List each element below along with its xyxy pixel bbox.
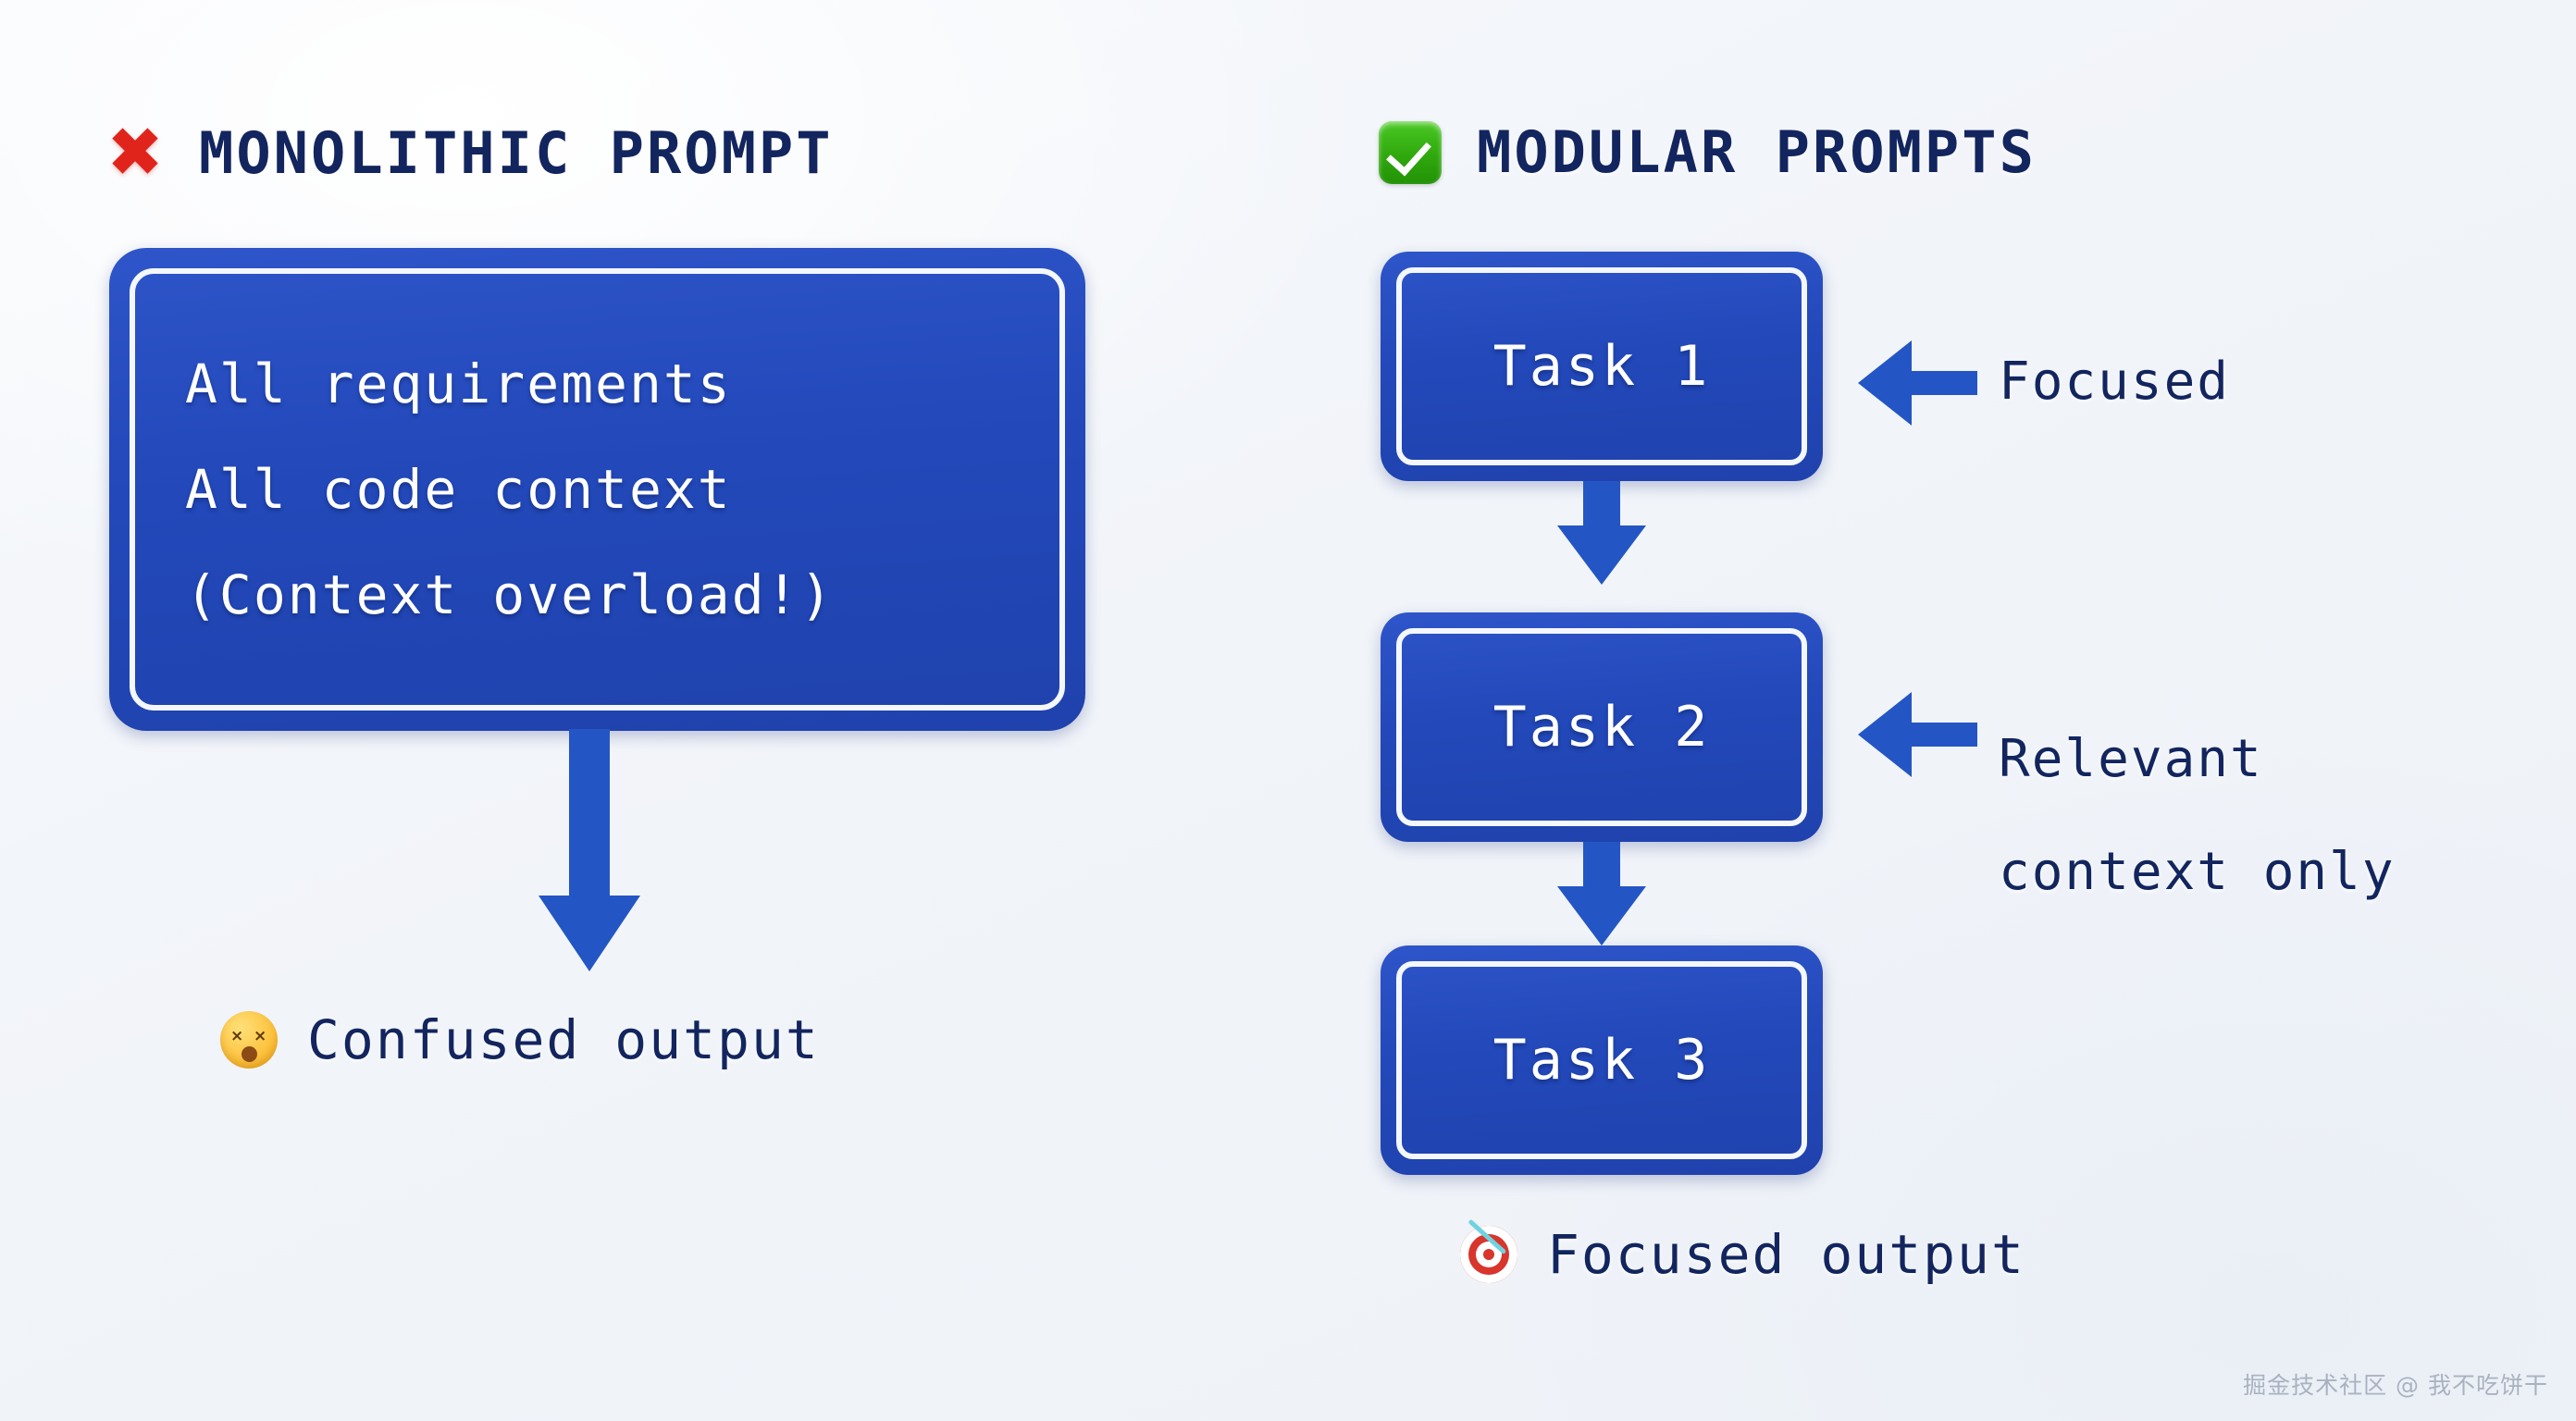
arrow-head — [1858, 340, 1912, 426]
watermark-text: 掘金技术社区 @ 我不吃饼干 — [2243, 1372, 2548, 1399]
task-box-1-label: Task 1 — [1492, 334, 1711, 399]
monolithic-flow-arrow-down-icon — [539, 729, 640, 971]
monolithic-prompt-box: All requirements All code context (Conte… — [109, 248, 1085, 731]
arrow-shaft — [1583, 481, 1620, 531]
cross-mark-icon: ✖ — [106, 113, 165, 192]
dizzy-eye-right: × — [254, 1027, 267, 1045]
monolithic-header-title: MONOLITHIC PROMPT — [199, 118, 834, 187]
task-box-3: Task 3 — [1381, 945, 1823, 1175]
arrow-head — [1557, 525, 1646, 585]
monolithic-line-2: All code context — [185, 458, 732, 521]
dizzy-mouth — [242, 1046, 257, 1062]
check-mark-button-icon — [1379, 120, 1442, 184]
confused-output-row: × × Confused output — [220, 1008, 820, 1071]
task-box-2: Task 2 — [1381, 612, 1823, 842]
task-box-1: Task 1 — [1381, 252, 1823, 481]
task2-to-task3-arrow-down-icon — [1557, 842, 1646, 945]
arrow-shaft — [1583, 842, 1620, 892]
focused-annotation-line-1: Focused — [1999, 352, 2231, 412]
focused-annotation-label: Focused — [1999, 352, 2230, 412]
monolithic-line-3: (Context overload!) — [185, 563, 835, 626]
task-box-2-label: Task 2 — [1492, 695, 1711, 760]
task-box-3-label: Task 3 — [1492, 1028, 1711, 1093]
dizzy-face-icon: × × — [220, 1011, 278, 1069]
monolithic-box-text-block: All requirements All code context (Conte… — [185, 331, 1030, 648]
relevant-annotation-arrow-left-icon — [1858, 692, 1977, 777]
monolithic-line-1: All requirements — [185, 352, 732, 415]
confused-output-label: Confused output — [307, 1008, 820, 1071]
task1-to-task2-arrow-down-icon — [1557, 481, 1646, 585]
arrow-shaft — [1911, 371, 1977, 395]
focused-output-row: Focused output — [1460, 1223, 2025, 1286]
relevant-annotation-label: Relevant context only — [1999, 703, 2396, 929]
dizzy-eye-left: × — [230, 1027, 244, 1045]
modular-header-title: MODULAR PROMPTS — [1477, 118, 2037, 186]
modular-section-header: MODULAR PROMPTS — [1379, 118, 2037, 186]
direct-hit-target-icon — [1460, 1226, 1517, 1283]
arrow-shaft — [569, 729, 610, 905]
relevant-annotation-line-1: Relevant — [1999, 729, 2263, 789]
focused-annotation-arrow-left-icon — [1858, 340, 1977, 426]
arrow-head — [1858, 692, 1912, 777]
arrow-head — [539, 896, 640, 971]
monolithic-section-header: ✖ MONOLITHIC PROMPT — [106, 118, 834, 187]
arrow-shaft — [1911, 723, 1977, 747]
focused-output-label: Focused output — [1547, 1223, 2025, 1286]
relevant-annotation-line-2: context only — [1999, 842, 2396, 902]
arrow-head — [1557, 886, 1646, 945]
